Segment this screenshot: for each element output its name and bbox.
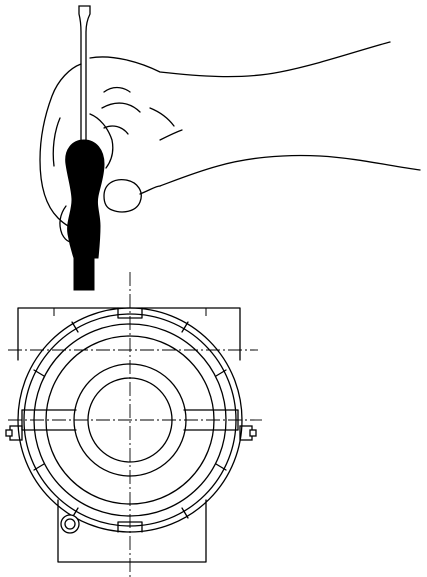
index-finger-crease [52,117,61,167]
window-inner [87,377,173,463]
segment-ring [33,323,227,517]
housing-lower-body [57,499,207,563]
thumb-base [139,185,161,195]
palm-line [149,107,175,127]
window-outer [73,363,187,477]
knuckle-line-2 [101,102,141,113]
screwdriver-shaft [78,5,91,161]
lock-screw-head [64,518,76,530]
index-finger [39,63,82,229]
screwdriver-handle [65,139,105,259]
palm-line-2 [159,129,183,141]
screwdriver [65,5,105,291]
hand [39,41,421,243]
outer-ring-2 [23,313,237,527]
outer-ring [17,307,243,533]
forearm-lower-outline [159,154,421,187]
thumb [103,178,142,213]
ring-finger [59,205,77,243]
middle-finger [89,113,114,169]
hand-back-outline [89,41,391,78]
knuckle-line-1 [103,86,131,93]
cross-bar-ends [21,409,239,431]
right-boss-cap [249,429,257,437]
transmitter-housing [5,307,257,563]
lock-screw [60,514,80,534]
left-boss-cap [5,429,13,437]
inner-band [45,335,215,505]
housing-top-step [53,308,207,316]
screwdriver-tip [73,255,95,291]
ring-notches [33,307,227,533]
cross-bar [21,409,239,431]
housing-upper-body [17,307,241,361]
